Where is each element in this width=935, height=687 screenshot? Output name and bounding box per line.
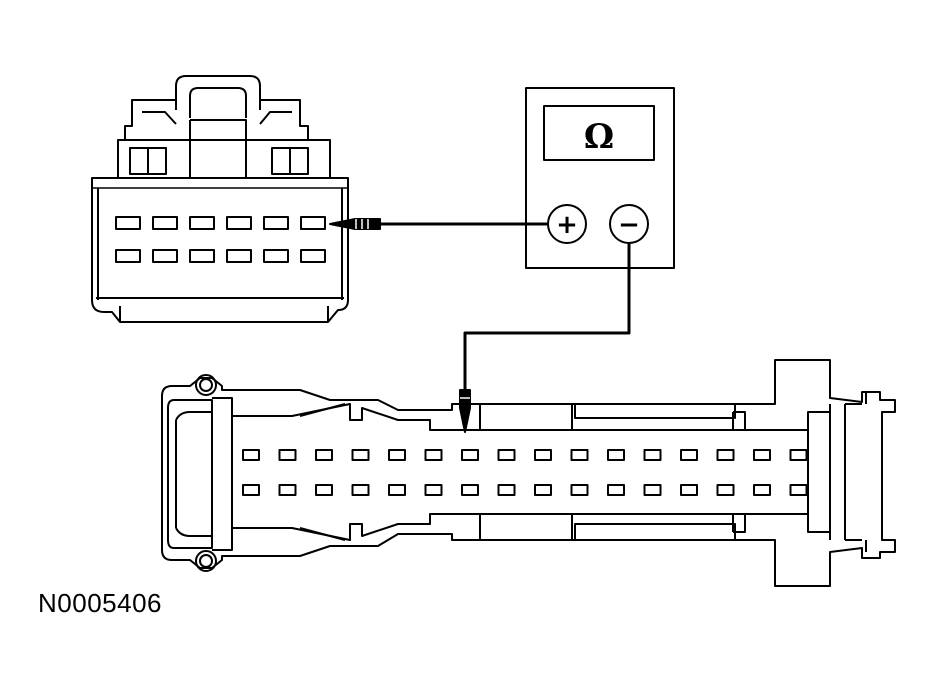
upper-pin-r2-6 bbox=[300, 249, 326, 263]
lower-connector bbox=[161, 359, 896, 587]
multimeter-display bbox=[543, 105, 655, 161]
multimeter-body bbox=[525, 87, 675, 269]
lower-pin-r2-12 bbox=[643, 484, 662, 496]
lower-pin-r2-14 bbox=[716, 484, 735, 496]
lower-pin-r1-11 bbox=[607, 449, 625, 461]
multimeter bbox=[525, 87, 675, 269]
lower-pin-r2-7 bbox=[461, 484, 479, 496]
upper-pin-r2-5 bbox=[263, 249, 289, 263]
upper-pin-r1-5 bbox=[263, 216, 289, 230]
lower-pin-r2-8 bbox=[497, 484, 516, 496]
upper-pin-r2-2 bbox=[152, 249, 178, 263]
lower-pin-r2-9 bbox=[534, 484, 552, 496]
lower-pin-r1-14 bbox=[716, 449, 735, 461]
lower-pin-r1-5 bbox=[388, 449, 406, 461]
upper-pin-r1-1 bbox=[115, 216, 141, 230]
upper-pin-r1-6 bbox=[300, 216, 326, 230]
negative-label: − bbox=[618, 210, 640, 240]
lower-pin-r1-9 bbox=[534, 449, 552, 461]
upper-pin-r2-4 bbox=[226, 249, 252, 263]
figure-id: N0005406 bbox=[38, 588, 162, 618]
upper-pin-r1-2 bbox=[152, 216, 178, 230]
lower-pin-r1-15 bbox=[753, 449, 771, 461]
ohm-symbol: Ω bbox=[584, 117, 614, 157]
lower-pin-r2-5 bbox=[388, 484, 406, 496]
lower-pin-r1-10 bbox=[570, 449, 589, 461]
lower-pin-r2-16 bbox=[789, 484, 808, 496]
lower-pin-r1-12 bbox=[643, 449, 662, 461]
lower-pin-r2-1 bbox=[242, 484, 260, 496]
lower-pin-r2-6 bbox=[424, 484, 443, 496]
lower-pin-r2-3 bbox=[315, 484, 333, 496]
upper-pin-r2-3 bbox=[189, 249, 215, 263]
lower-pin-r1-2 bbox=[278, 449, 297, 461]
lower-pin-r1-8 bbox=[497, 449, 516, 461]
positive-test-lead bbox=[329, 218, 548, 230]
lower-pin-r2-15 bbox=[753, 484, 771, 496]
lower-pin-r1-6 bbox=[424, 449, 443, 461]
upper-connector bbox=[91, 75, 349, 323]
lower-pin-r1-3 bbox=[315, 449, 333, 461]
upper-pin-r2-1 bbox=[115, 249, 141, 263]
lower-connector-pins bbox=[242, 449, 808, 496]
upper-pin-r1-4 bbox=[226, 216, 252, 230]
lower-pin-r2-2 bbox=[278, 484, 297, 496]
lower-pin-r1-16 bbox=[789, 449, 808, 461]
lower-pin-r1-7 bbox=[461, 449, 479, 461]
lower-pin-r2-11 bbox=[607, 484, 625, 496]
lower-pin-r1-13 bbox=[680, 449, 698, 461]
upper-pin-r1-3 bbox=[189, 216, 215, 230]
lower-pin-r2-13 bbox=[680, 484, 698, 496]
lower-pin-r1-4 bbox=[351, 449, 370, 461]
positive-label: + bbox=[556, 210, 578, 240]
lower-pin-r2-4 bbox=[351, 484, 370, 496]
lower-pin-r2-10 bbox=[570, 484, 589, 496]
lower-pin-r1-1 bbox=[242, 449, 260, 461]
upper-connector-pins bbox=[115, 216, 326, 263]
